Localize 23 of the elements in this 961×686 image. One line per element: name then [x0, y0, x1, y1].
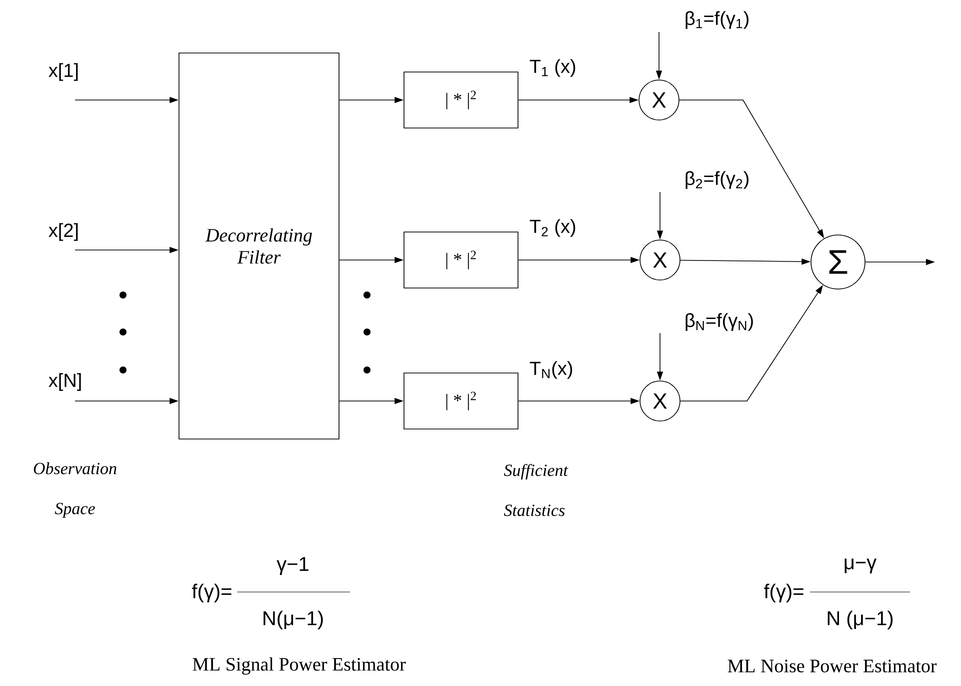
squaring-block: | * |$^{2}$ [404, 72, 518, 128]
squaring-block: | * |$^{2}$ [404, 372, 518, 430]
edge-label: T$_{N}$(x) [528, 360, 574, 380]
squaring-block: | * |$^{2}$ [404, 232, 518, 288]
axis-caption: Sufficient Statistics [504, 464, 568, 516]
formula-text: N(μ−1) [264, 610, 323, 630]
axis-caption: Observation Space [34, 462, 116, 518]
formula-text: f(γ)= [192, 584, 232, 602]
edge-label: β$_{1}$=f(γ$_{1}$) [683, 10, 751, 30]
caption-text: ML Signal Power Estimator [192, 657, 406, 675]
edge-label: x[2] [47, 222, 80, 242]
caption-text: ML Noise Power Estimator [728, 660, 937, 672]
edge-label: x[1] [47, 62, 80, 82]
formula-text: μ−γ [844, 558, 877, 574]
edge-label: x[N] [47, 372, 84, 392]
formula-text: N (μ−1) [828, 610, 893, 630]
formula-text: γ−1 [276, 557, 308, 575]
edge-label: T$_{1}$ (x) [528, 58, 578, 78]
edge-label: β$_{N}$=f(γ$_{N}$) [683, 312, 756, 332]
edge-label: β$_{2}$=f(γ$_{2}$) [683, 170, 751, 190]
edge-label: T$_{2}$ (x) [528, 218, 578, 238]
filter-block: Decorrelating Filter [178, 52, 340, 440]
formula-text: f(γ)= [764, 584, 804, 602]
